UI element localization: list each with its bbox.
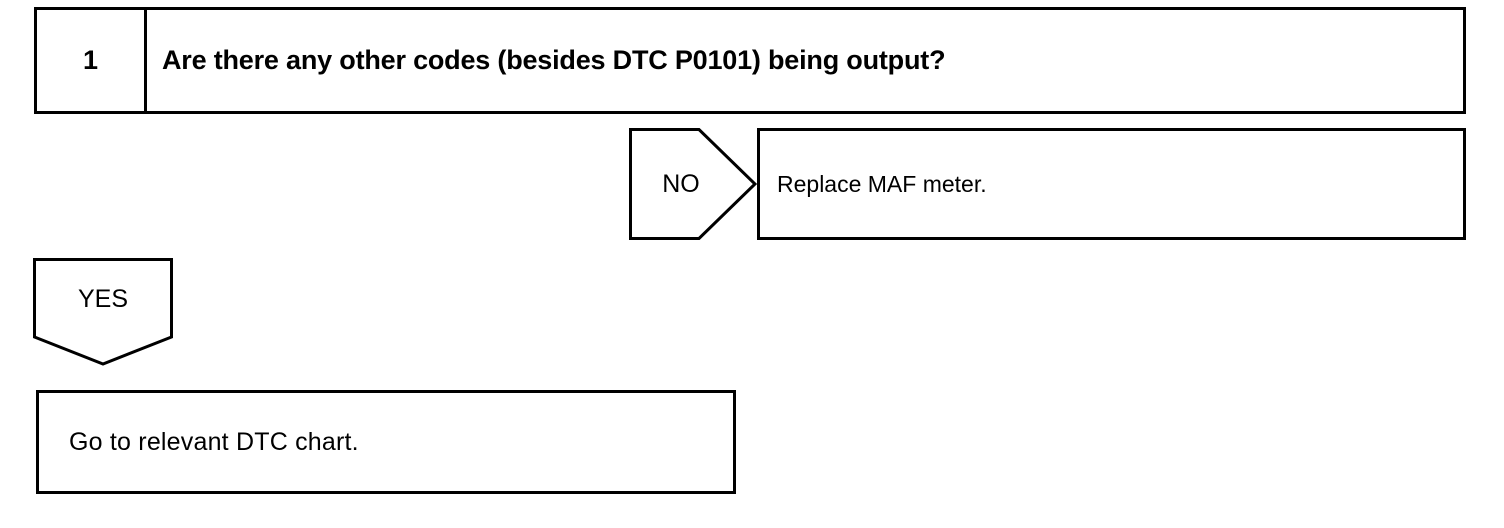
step-number: 1 [82,45,99,75]
action-text-go-to-dtc-chart: Go to relevant DTC chart. [69,427,359,456]
branch-no: NO [629,128,757,240]
branch-yes-label: YES [77,284,129,313]
action-box-go-to-dtc-chart: Go to relevant DTC chart. [36,390,736,494]
branch-yes: YES [33,258,173,366]
pentagon-right-icon [629,128,757,240]
step-question-cell: Are there any other codes (besides DTC P… [147,10,1463,111]
action-text-replace-maf-meter: Replace MAF meter. [777,170,987,197]
branch-no-label: NO [662,169,700,198]
step-row: 1 Are there any other codes (besides DTC… [34,7,1466,114]
step-question-text: Are there any other codes (besides DTC P… [162,44,946,75]
step-number-cell: 1 [37,10,147,111]
pentagon-down-icon [33,258,173,366]
action-box-replace-maf-meter: Replace MAF meter. [757,128,1466,240]
